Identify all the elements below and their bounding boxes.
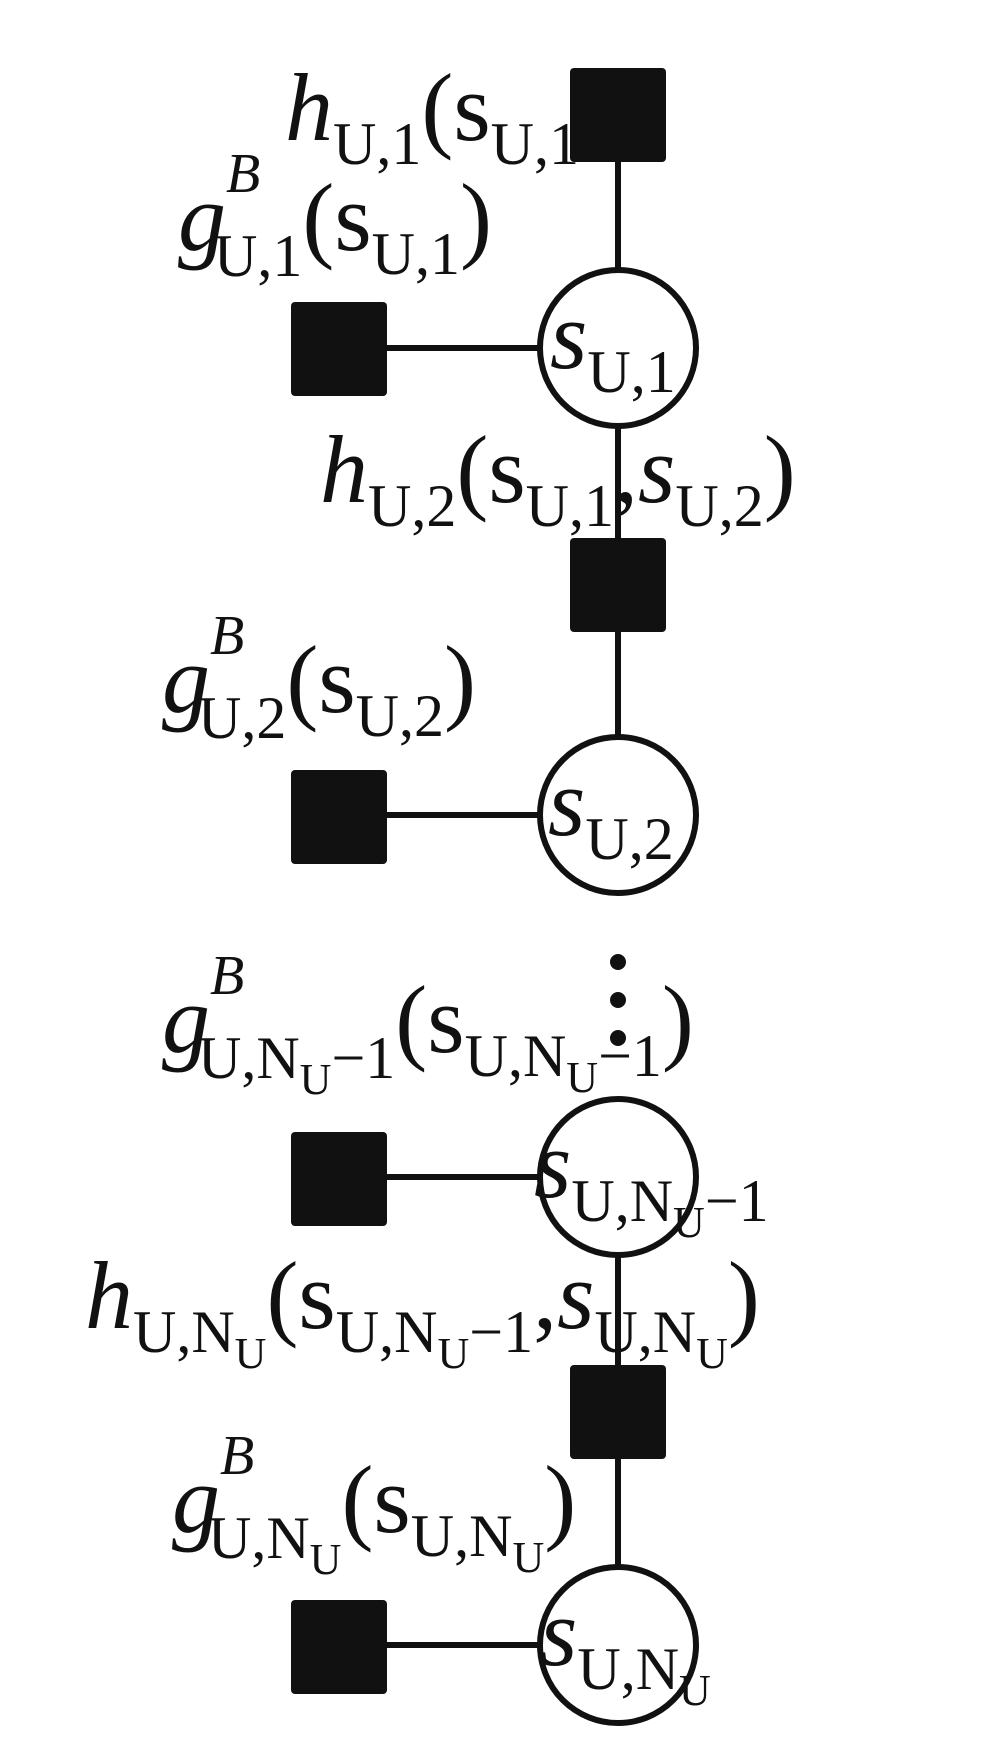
- ellipsis-dot-1: [610, 954, 626, 970]
- ellipsis-dot-3: [610, 1030, 626, 1046]
- var-label-s2: sU,2: [548, 749, 674, 872]
- factor-node-g1: [291, 302, 387, 396]
- var-label-sN1: sU,NU−1: [534, 1111, 769, 1247]
- ellipsis-dot-2: [610, 992, 626, 1008]
- var-label-sN: sU,NU: [540, 1579, 711, 1715]
- factor-node-g2: [291, 770, 387, 864]
- factor-node-h2: [570, 538, 666, 632]
- var-label-s1: sU,1: [550, 282, 676, 405]
- variable-node-s1: [537, 267, 699, 429]
- label-h2: hU,2(sU,1,sU,2): [320, 416, 796, 539]
- variable-node-s2: [537, 734, 699, 896]
- variable-node-sN1: [537, 1096, 699, 1258]
- label-hN: hU,NU(sU,NU−1,sU,NU): [85, 1242, 760, 1378]
- label-h1: hU,1(sU,1): [285, 54, 611, 177]
- factor-node-gN1: [291, 1132, 387, 1226]
- variable-node-sN: [537, 1564, 699, 1726]
- factor-node-h1: [570, 68, 666, 162]
- factor-node-hN: [570, 1365, 666, 1459]
- factor-node-gN: [291, 1600, 387, 1694]
